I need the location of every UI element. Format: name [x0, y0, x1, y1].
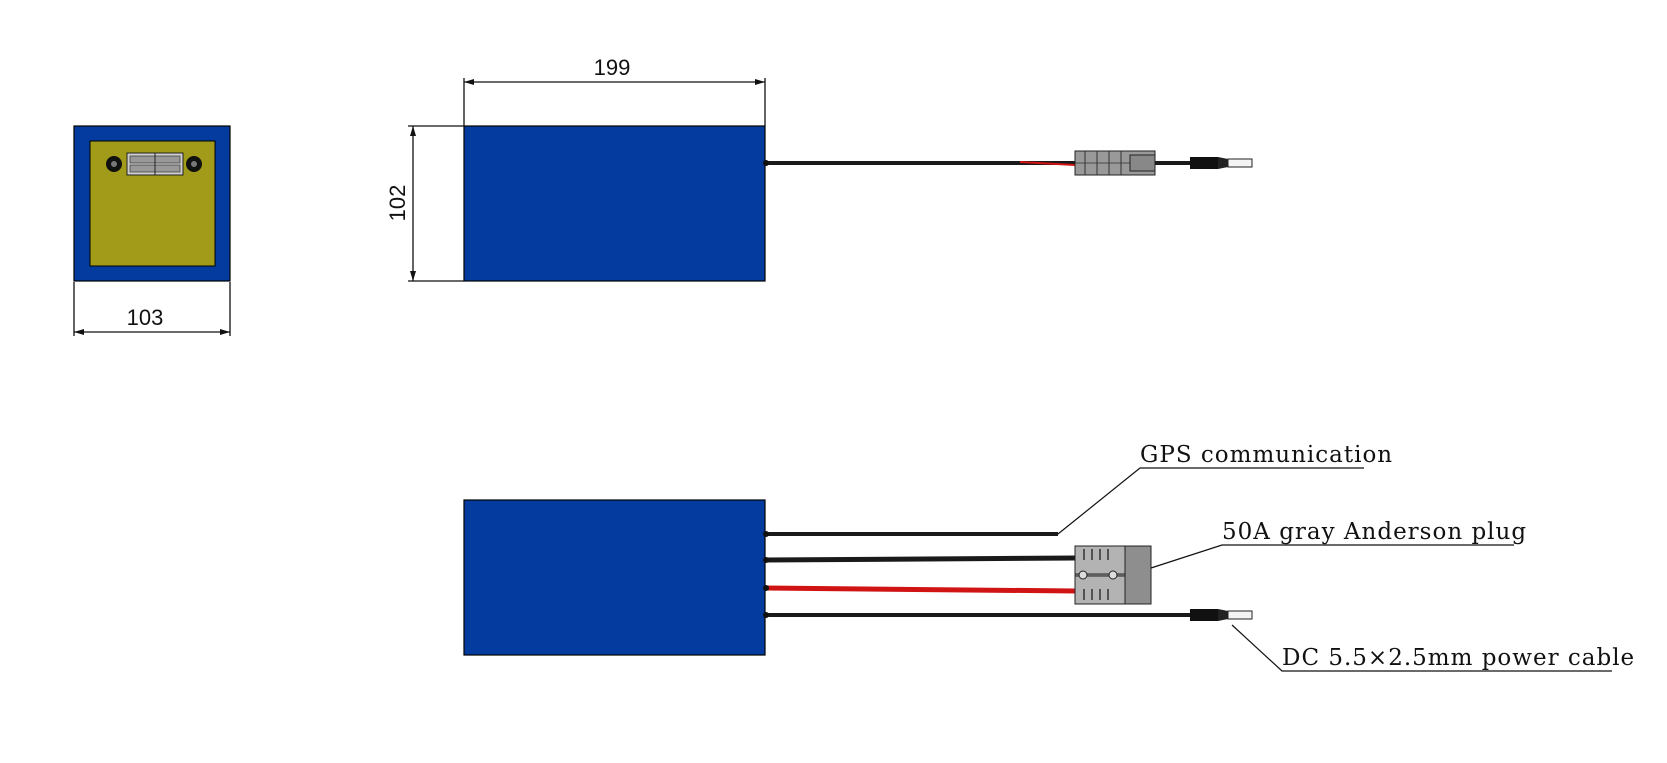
anderson-socket-icon	[126, 152, 184, 176]
side-dc-plug-icon	[1190, 157, 1253, 169]
length-dimension-label: 199	[594, 55, 631, 80]
round-socket-left-icon	[106, 156, 122, 172]
end-view: 103	[73, 125, 231, 336]
side-anderson-plug-icon	[1074, 150, 1156, 176]
dc-callout-label: DC 5.5×2.5mm power cable	[1282, 645, 1635, 671]
round-socket-right-icon	[186, 156, 202, 172]
height-dimension-label: 102	[385, 185, 410, 222]
width-dimension: 103	[73, 282, 231, 336]
red-power-wire	[764, 585, 1076, 594]
side-view: 199 102	[385, 55, 1253, 282]
anderson-leader	[1150, 544, 1514, 569]
height-dimension: 102	[385, 125, 464, 282]
gps-callout-label: GPS communication	[1140, 442, 1393, 468]
black-power-wire	[764, 555, 1076, 563]
side-view-battery-body	[463, 125, 766, 282]
dc-leader	[1231, 624, 1612, 672]
detail-battery-body	[463, 499, 766, 656]
length-dimension: 199	[463, 55, 766, 126]
width-dimension-label: 103	[127, 305, 164, 330]
anderson-callout-label: 50A gray Anderson plug	[1222, 519, 1527, 545]
anderson-plug-icon	[1074, 545, 1152, 605]
dc-plug-icon	[1190, 609, 1253, 621]
gps-leader	[1057, 467, 1364, 535]
cable-detail-view: GPS communication 50A gray Anderson plug…	[463, 442, 1635, 672]
